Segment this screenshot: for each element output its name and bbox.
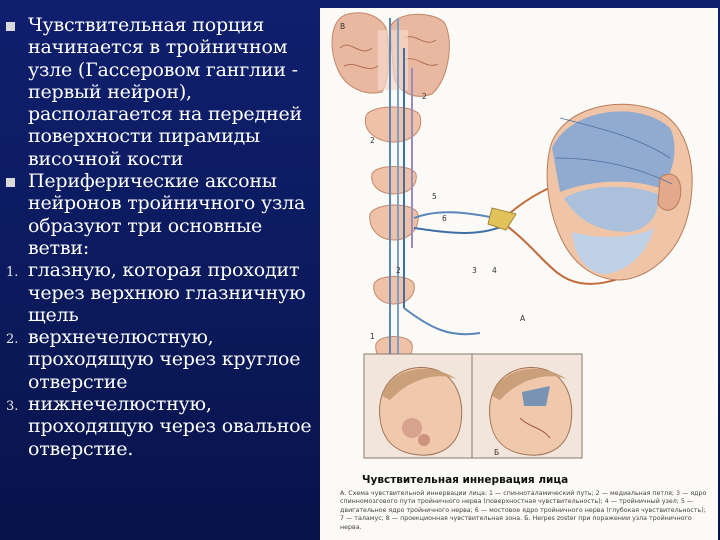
bullet-list: Чувствительная порция начинается в тройн… bbox=[6, 14, 318, 460]
list-item: Чувствительная порция начинается в тройн… bbox=[6, 14, 318, 170]
child-head-illustration bbox=[546, 103, 693, 281]
list-item-text: нижнечелюстную, проходящую через овально… bbox=[28, 393, 312, 460]
slide-text-panel: Чувствительная порция начинается в тройн… bbox=[0, 0, 318, 540]
figure-label-number: 1 bbox=[370, 332, 375, 341]
list-number: 1. bbox=[6, 265, 19, 281]
herpes-zoster-panels bbox=[363, 353, 583, 459]
figure-label-number: 6 bbox=[442, 214, 447, 223]
list-item-text: Чувствительная порция начинается в тройн… bbox=[28, 14, 302, 170]
list-number: 3. bbox=[6, 399, 19, 415]
list-item: 1. глазную, которая проходит через верхн… bbox=[6, 259, 318, 326]
figure-caption-title: Чувствительная иннервация лица bbox=[362, 474, 569, 486]
figure-label-number: 2 bbox=[422, 92, 427, 101]
list-item-text: верхнечелюстную, проходящую через кругло… bbox=[28, 326, 301, 393]
figure-label-b: Б bbox=[494, 448, 500, 457]
square-bullet-icon bbox=[6, 14, 28, 35]
figure-label-number: 3 bbox=[472, 266, 477, 275]
list-item: Периферические аксоны нейронов тройнично… bbox=[6, 170, 318, 259]
figure-label-number: 5 bbox=[432, 192, 437, 201]
list-item: 2. верхнечелюстную, проходящую через кру… bbox=[6, 326, 318, 393]
list-item-text: глазную, которая проходит через верхнюю … bbox=[28, 259, 306, 326]
trigeminal-illustration bbox=[331, 12, 693, 459]
figure-label-number: 2 bbox=[370, 136, 375, 145]
anatomy-figure: В 2 2 5 6 2 3 4 1 А Б Чувствительная инн… bbox=[320, 8, 718, 540]
list-item: 3. нижнечелюстную, проходящую через овал… bbox=[6, 393, 318, 460]
figure-label-v: В bbox=[340, 22, 346, 31]
square-bullet-icon bbox=[6, 170, 28, 191]
figure-label-a: А bbox=[520, 314, 526, 323]
list-item-text: Периферические аксоны нейронов тройнично… bbox=[28, 170, 306, 259]
list-number: 2. bbox=[6, 332, 19, 348]
figure-label-number: 4 bbox=[492, 266, 497, 275]
figure-caption-body: А. Схема чувствительной иннервации лица:… bbox=[340, 490, 707, 531]
figure-label-number: 2 bbox=[396, 266, 401, 275]
trigeminal-ganglion-illustration bbox=[487, 207, 517, 231]
